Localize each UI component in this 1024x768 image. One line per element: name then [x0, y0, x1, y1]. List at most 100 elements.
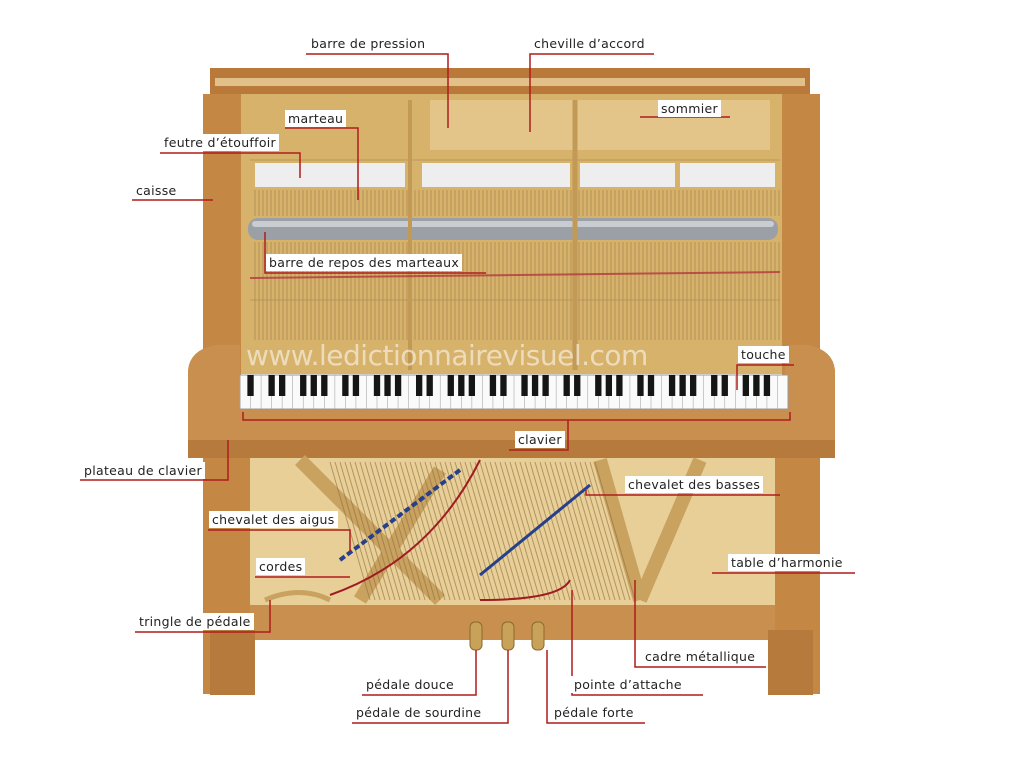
- label-pedale-forte: pédale forte: [551, 704, 637, 721]
- string: [494, 461, 536, 601]
- black-key: [595, 375, 602, 396]
- string: [349, 461, 391, 601]
- black-key: [321, 375, 328, 396]
- string: [404, 461, 446, 601]
- damper-felt: [680, 163, 775, 187]
- black-key: [415, 375, 423, 396]
- black-key: [268, 375, 275, 396]
- black-key: [711, 375, 718, 396]
- string: [414, 461, 456, 601]
- leader-lines: [80, 53, 855, 724]
- black-key: [300, 375, 307, 396]
- string: [334, 461, 376, 601]
- label-pedale-douce: pédale douce: [363, 676, 458, 693]
- string: [574, 461, 616, 601]
- black-key: [310, 375, 317, 396]
- label-sommier: sommier: [658, 100, 721, 117]
- string: [384, 461, 426, 601]
- label-barre-repos-marteaux: barre de repos des marteaux: [266, 254, 463, 271]
- string: [549, 461, 591, 601]
- string: [529, 461, 571, 601]
- black-key: [447, 375, 454, 396]
- black-key: [605, 375, 613, 396]
- string: [594, 461, 636, 601]
- keybed-front: [188, 440, 835, 458]
- damper-felt: [255, 163, 405, 187]
- string: [444, 461, 486, 601]
- string: [464, 461, 506, 601]
- black-key: [247, 375, 254, 396]
- string: [449, 461, 491, 601]
- label-marteau: marteau: [285, 110, 347, 127]
- black-key: [753, 375, 760, 396]
- damper-felt: [422, 163, 570, 187]
- foot-left: [210, 630, 255, 695]
- black-key: [647, 375, 655, 396]
- keys: [239, 375, 778, 409]
- label-plateau-de-clavier: plateau de clavier: [81, 462, 205, 479]
- black-key: [689, 375, 697, 396]
- black-key: [574, 375, 581, 396]
- label-chevalet-des-basses: chevalet des basses: [625, 476, 764, 493]
- string: [584, 461, 626, 601]
- black-key: [352, 375, 360, 396]
- string: [419, 461, 461, 601]
- string: [439, 461, 481, 601]
- string: [399, 461, 441, 601]
- black-key: [668, 375, 676, 396]
- label-clavier: clavier: [515, 431, 565, 448]
- string: [479, 461, 521, 601]
- string: [539, 461, 581, 601]
- black-key: [426, 375, 433, 396]
- string: [554, 461, 596, 601]
- label-feutre-etouffoir: feutre d’étouffoir: [161, 134, 279, 151]
- string: [369, 461, 411, 601]
- bass-bridge: [479, 483, 591, 577]
- string: [474, 461, 516, 601]
- black-key: [468, 375, 476, 396]
- string: [504, 461, 546, 601]
- black-key: [531, 375, 539, 396]
- label-cadre-metallique: cadre métallique: [642, 648, 759, 665]
- label-caisse: caisse: [133, 182, 180, 199]
- string: [364, 461, 406, 601]
- top-molding: [215, 78, 805, 86]
- black-key: [278, 375, 286, 396]
- label-cordes: cordes: [256, 558, 306, 575]
- string: [524, 461, 566, 601]
- black-key: [763, 375, 771, 396]
- mute-pedal: [501, 621, 515, 651]
- pedals: [469, 621, 545, 651]
- felt-strip: [249, 271, 781, 279]
- sustain-pedal: [531, 621, 545, 651]
- label-pointe-attache: pointe d’attache: [571, 676, 685, 693]
- string: [424, 461, 466, 601]
- string: [374, 461, 416, 601]
- soft-pedal: [469, 621, 483, 651]
- string: [394, 461, 436, 601]
- string: [499, 461, 541, 601]
- label-cheville-accord: cheville d’accord: [531, 35, 648, 52]
- black-key: [384, 375, 391, 396]
- string: [564, 461, 606, 601]
- black-key: [342, 375, 349, 396]
- label-tringle-de-pedale: tringle de pédale: [136, 613, 254, 630]
- string: [589, 461, 631, 601]
- black-key: [500, 375, 507, 396]
- black-key: [458, 375, 465, 396]
- watermark: www.ledictionnairevisuel.com: [246, 339, 648, 372]
- foot-right: [768, 630, 813, 695]
- hammer-rail-highlight: [252, 221, 774, 227]
- black-key: [679, 375, 686, 396]
- string: [489, 461, 531, 601]
- string: [454, 461, 496, 601]
- black-key: [489, 375, 497, 396]
- black-key: [394, 375, 402, 396]
- string: [354, 461, 396, 601]
- black-key: [742, 375, 750, 396]
- string: [509, 461, 551, 601]
- pedal-rod: [264, 590, 332, 603]
- black-key: [637, 375, 644, 396]
